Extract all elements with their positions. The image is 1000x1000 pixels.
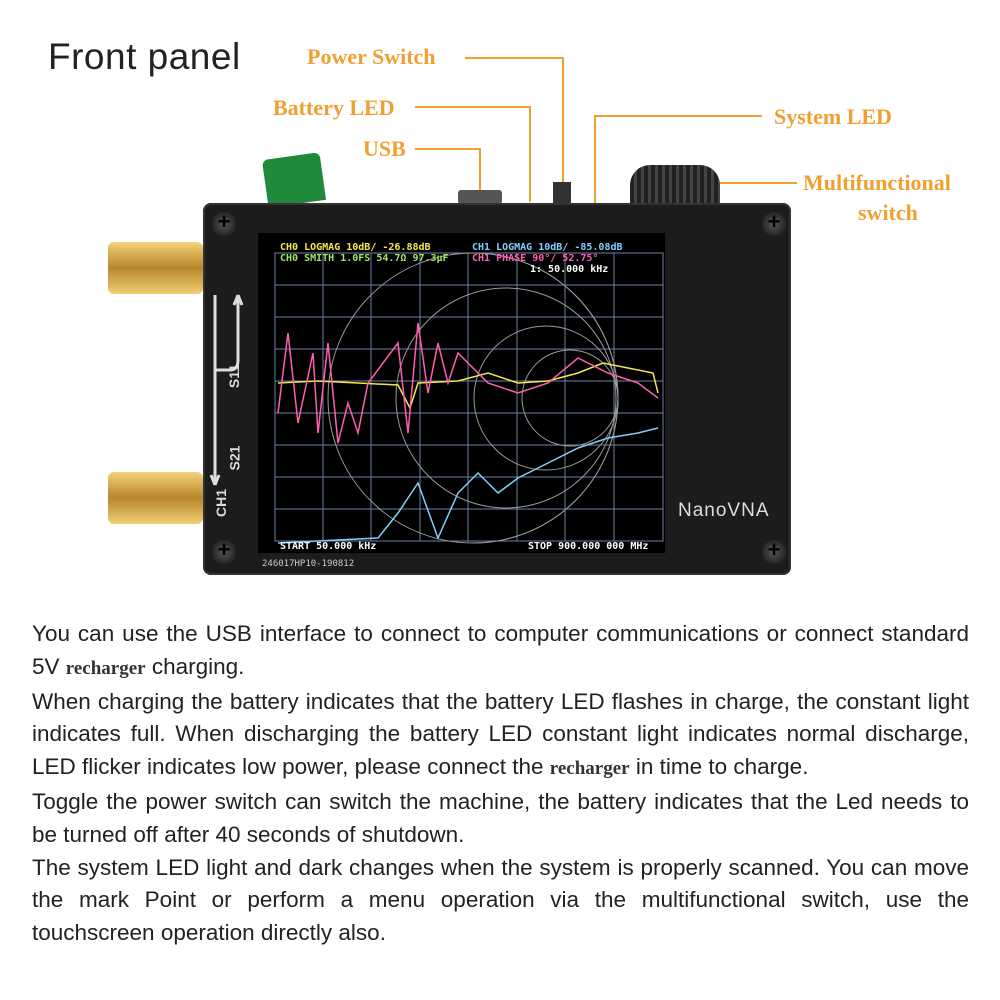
s11-connector [108,242,203,294]
paragraph-text: When charging the battery indicates that… [32,688,969,780]
green-tab [261,152,327,208]
ch1-logmag-trace [277,427,659,544]
callout-line [594,115,596,203]
s21-label: S21 [226,445,243,471]
screw-icon [212,537,236,564]
callout-line [479,148,481,193]
power-switch[interactable] [553,182,571,204]
ch0-logmag-value: LOGMAG 10dB/ -26.88dB [304,242,431,253]
callout-line [529,106,531,202]
paragraph-word: recharger [65,657,146,679]
signal-arrow-icon [209,294,244,486]
s11-label: S11 [226,363,243,389]
paragraph: The system LED light and dark changes wh… [32,852,969,950]
lcd-screen[interactable]: CH0 LOGMAG 10dB/ -26.88dB CH1 LOGMAG 10d… [258,233,665,553]
callout-power-switch: Power Switch [307,44,436,69]
callout-line [594,115,762,117]
paragraph: When charging the battery indicates that… [32,686,969,786]
paragraph-text: Toggle the power switch can switch the m… [32,788,969,847]
ch1-label: CH1 [213,488,230,518]
paragraph-text: You can use the USB interface to connect… [32,621,969,679]
callout-line [562,57,564,187]
callout-usb: USB [363,136,406,161]
multifunctional-switch[interactable] [630,165,720,205]
callout-line [415,106,530,108]
callout-line [415,148,480,150]
usb-port[interactable] [458,190,502,204]
brand-label: NanoVNA [678,500,770,521]
start-frequency: START 50.000 kHz [280,541,377,552]
ch1-phase-label: CH1 PHASE 90°/ 52.75° [472,253,599,264]
screw-icon [762,537,786,564]
callout-line [465,57,563,59]
callout-multifunctional-switch-2: switch [858,200,918,225]
callout-battery-led: Battery LED [273,95,395,120]
description-text: You can use the USB interface to connect… [32,618,969,950]
paragraph-text: The system LED light and dark changes wh… [32,854,969,946]
callout-line [712,182,797,184]
paragraph: You can use the USB interface to connect… [32,618,969,686]
paragraph-text: in time to charge. [629,754,809,780]
paragraph: Toggle the power switch can switch the m… [32,786,969,852]
ch1-logmag-label: CH1 LOGMAG 10dB/ -85.08dB [472,242,623,253]
s21-connector [108,472,203,524]
callout-multifunctional-switch: Multifunctional [803,170,951,195]
ch1-phase-trace [277,322,659,444]
paragraph-text: charging. [145,653,245,679]
callout-system-led: System LED [774,104,892,129]
marker-label: 1: 50.000 kHz [530,264,609,275]
trace-display [274,252,664,544]
ch0-logmag-trace [277,362,659,410]
serial-number: 246017HP10-190812 [262,559,355,569]
ch0-smith-label: CH0 SMITH 1.0FS 54.7Ω 97.3μF [280,253,449,264]
paragraph-word: recharger [549,758,630,780]
screw-icon [212,209,236,236]
smith-chart [327,252,619,544]
ch0-label: CH0 [280,242,299,253]
ch0-logmag-label: CH0 LOGMAG 10dB/ -26.88dB [280,242,431,253]
page-title: Front panel [48,36,241,77]
screw-icon [762,209,786,236]
stop-frequency: STOP 900.000 000 MHz [528,541,649,552]
